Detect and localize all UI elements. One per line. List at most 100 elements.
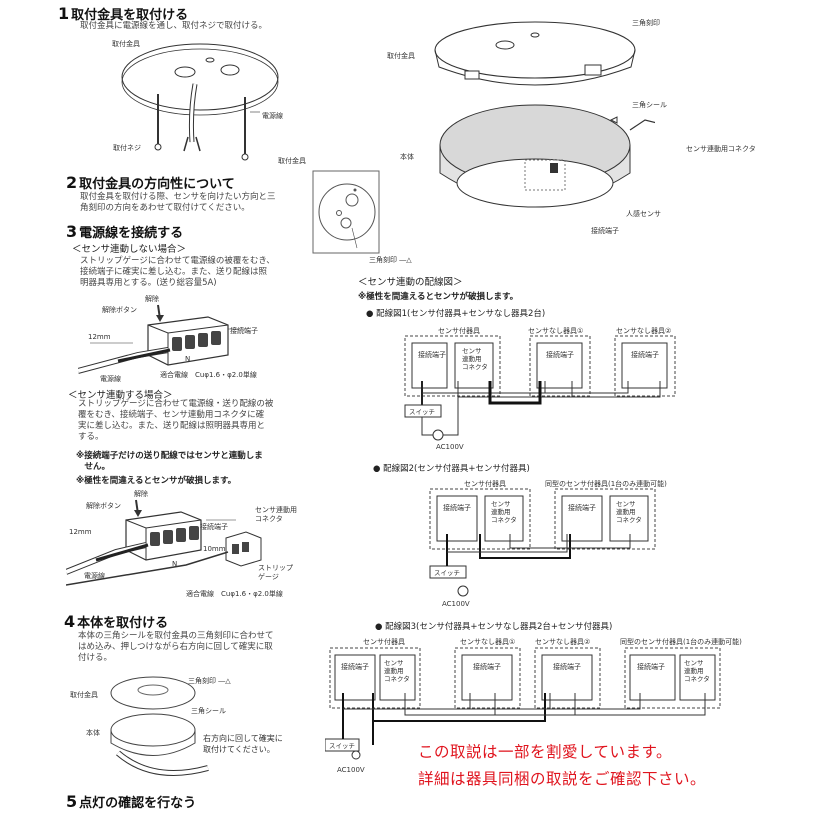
step1-figure	[121, 43, 279, 161]
d3-terminal-4: 接続端子	[637, 662, 665, 671]
d3-connector-b3: コネクタ	[684, 674, 710, 683]
d2-title: ● 配線図2(センサ付器具+センサ付器具)	[373, 464, 530, 474]
step3-no-sensor-body-2: 接続端子に確実に差し込む。また、送り配線は照	[80, 267, 268, 277]
step3-sensor-heading: ＜センサ連動する場合＞	[68, 390, 173, 401]
step3-sensor-body-1: ストリップゲージに合わせて電源線・送り配線の被	[78, 399, 274, 409]
fig-b-release: 解除	[134, 490, 148, 498]
d3-connector-a3: コネクタ	[384, 674, 410, 683]
wiring-warning: ※極性を間違えるとセンサが破損します。	[358, 292, 519, 302]
step2-body-2: 角刻印の方向をあわせて取付けてください。	[80, 203, 250, 213]
fig-a-wire: 電源線	[100, 375, 121, 383]
step1-body: 取付金具に電源線を通し、取付ネジで取付ける。	[80, 21, 268, 31]
fixture-figure	[434, 21, 655, 208]
d1-connector-1: センサ	[462, 347, 482, 355]
d1-unit-1: センサ付器具	[438, 327, 480, 335]
step3-note2: ※極性を間違えるとセンサが破損します。	[76, 476, 237, 486]
step4-label-body: 本体	[86, 729, 100, 737]
wiring-diagram-2: 接続端子 接続端子 センサ 連動用 コネクタ センサ 連動用 コネクタ スイッチ	[429, 488, 656, 597]
d3-switch: スイッチ	[329, 742, 355, 750]
fig-b-terminal: 接続端子	[200, 523, 228, 531]
d2-connector-b3: コネクタ	[616, 515, 642, 524]
step1-label-wire: 電源線	[262, 112, 283, 120]
fig-b-strip-1: ストリップ	[258, 564, 293, 572]
d3-connector-b2: 連動用	[684, 666, 704, 675]
step2-figure	[312, 170, 380, 254]
d1-ac: AC100V	[436, 443, 464, 451]
d2-connector-a3: コネクタ	[491, 515, 517, 524]
fixture-label-seal: 三角シール	[632, 101, 667, 109]
d2-connector-b2: 連動用	[616, 507, 636, 516]
step4-label-mark: 三角刻印 ―△	[188, 677, 231, 685]
d2-switch: スイッチ	[434, 569, 460, 577]
fig-a-terminal: 接続端子	[230, 327, 258, 335]
fixture-label-connector: センサ連動用コネクタ	[686, 145, 756, 153]
step4-caption-1: 右方向に回して確実に	[203, 734, 283, 743]
d3-connector-b1: センサ	[684, 659, 704, 667]
step3-note1-2: せん。	[76, 462, 111, 472]
d3-unit-4: 同型のセンサ付器具(1台のみ連動可能)	[620, 638, 742, 646]
step3-sensor-body-3: 実に差し込む。また、送り配線は照明器具専用と	[78, 421, 266, 431]
wiring-diagram-1: 接続端子 接続端子 接続端子 センサ 連動用 コネクタ スイッチ	[404, 335, 676, 441]
step4-body-2: はめ込み、押しつけながら右方向に回して確実に取	[78, 642, 273, 652]
fig-a-n: N	[185, 355, 191, 363]
step2-body-1: 取付金具を取付ける際、センサを向けたい方向と三	[80, 192, 276, 202]
fig-a-release: 解除	[145, 295, 159, 303]
step3-sensor-body-4: する。	[78, 432, 104, 442]
fixture-label-body: 本体	[400, 153, 414, 161]
fixture-label-bracket: 取付金具	[387, 52, 415, 60]
fig-b-connector-1: センサ連動用	[255, 506, 297, 514]
fixture-label-sensor: 人感センサ	[626, 210, 661, 218]
step3-no-sensor-heading: ＜センサ連動しない場合＞	[72, 244, 187, 255]
step4-caption-2: 取付けてください。	[203, 745, 275, 754]
terminal-figure-a	[78, 304, 248, 374]
d1-terminal-2: 接続端子	[546, 350, 574, 359]
d2-connector-a2: 連動用	[491, 507, 511, 516]
fig-b-wire: 電源線	[84, 572, 105, 580]
step4-body-3: 付ける。	[78, 653, 113, 663]
step4-label-bracket: 取付金具	[70, 691, 98, 699]
d3-unit-1: センサ付器具	[363, 638, 405, 646]
step2-label-bracket: 取付金具	[278, 157, 306, 165]
d3-terminal-2: 接続端子	[473, 662, 501, 671]
d2-terminal-2: 接続端子	[568, 503, 596, 512]
d2-ac: AC100V	[442, 600, 470, 608]
d3-unit-2: センサなし器具①	[460, 638, 516, 646]
step2-label-mark: 三角刻印 ―△	[369, 256, 412, 264]
terminal-figure-b	[66, 499, 262, 586]
wiring-heading: ＜センサ連動の配線図＞	[358, 277, 463, 288]
d3-connector-a1: センサ	[384, 659, 404, 667]
d2-unit-2: 同型のセンサ付器具(1台のみ連動可能)	[545, 480, 667, 488]
d1-unit-2: センサなし器具①	[528, 327, 584, 335]
d3-terminal-3: 接続端子	[553, 662, 581, 671]
d3-ac: AC100V	[337, 766, 365, 774]
d1-title: ● 配線図1(センサ付器具+センサなし器具2台)	[366, 309, 546, 319]
fig-a-release-button: 解除ボタン	[102, 306, 137, 314]
notice-line-2: 詳細は器具同梱の取説をご確認下さい。	[418, 770, 707, 788]
step4-figure	[110, 676, 209, 776]
d1-connector-3: コネクタ	[462, 362, 488, 371]
d2-terminal-1: 接続端子	[443, 503, 471, 512]
step4-body-1: 本体の三角シールを取付金具の三角刻印に合わせて	[78, 631, 274, 641]
d3-terminal-1: 接続端子	[341, 662, 369, 671]
fig-b-length: 12mm	[69, 528, 92, 536]
fig-a-spec: 適合電線 Cuφ1.6・φ2.0単線	[160, 371, 257, 379]
step3-no-sensor-body-1: ストリップゲージに合わせて電源線の被覆をむき、	[80, 256, 275, 266]
fixture-label-terminal: 接続端子	[591, 227, 619, 235]
d1-switch: スイッチ	[409, 408, 435, 416]
fig-b-spec: 適合電線 Cuφ1.6・φ2.0単線	[186, 590, 283, 598]
d3-title: ● 配線図3(センサ付器具+センサなし器具2台+センサ付器具)	[375, 622, 613, 632]
fig-b-strip-2: ゲージ	[258, 573, 279, 581]
fig-a-length: 12mm	[88, 333, 111, 341]
d1-terminal-1: 接続端子	[418, 350, 446, 359]
d1-unit-3: センサなし器具②	[616, 327, 672, 335]
d1-connector-2: 連動用	[462, 354, 482, 363]
step3-note1-1: ※接続端子だけの送り配線ではセンサと連動しま	[76, 451, 263, 461]
step3-no-sensor-body-3: 明器具専用とする。(送り総容量5A)	[80, 278, 217, 288]
step1-label-screw: 取付ネジ	[113, 144, 141, 152]
d3-connector-a2: 連動用	[384, 666, 404, 675]
d1-terminal-3: 接続端子	[631, 350, 659, 359]
d2-unit-1: センサ付器具	[464, 480, 506, 488]
fig-b-connector-2: コネクタ	[255, 515, 283, 523]
